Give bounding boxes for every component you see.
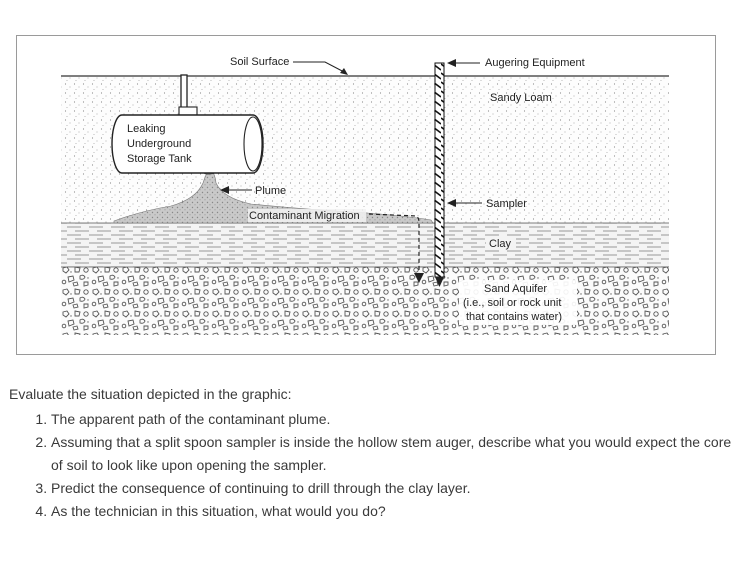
soil-surface-label: Soil Surface: [230, 56, 289, 68]
migration-path-arrow: [368, 213, 420, 276]
clay-label: Clay: [489, 238, 512, 250]
tank-label-line2: Underground: [127, 138, 191, 150]
question-item: The apparent path of the contaminant plu…: [51, 408, 739, 431]
aquifer-label-line1: Sand Aquifer: [484, 283, 547, 295]
migration-arrowhead-icon: [414, 273, 424, 283]
storage-tank-icon: [111, 74, 264, 174]
tank-label-line1: Leaking: [127, 123, 166, 135]
clay-layer: [61, 222, 669, 267]
soil-surface-arrowhead-icon: [340, 68, 348, 75]
question-block: Evaluate the situation depicted in the g…: [9, 384, 739, 523]
augering-equipment-arrowhead-icon: [447, 59, 456, 67]
subsurface-diagram: Soil Surface Augering Equipment Sandy Lo…: [61, 56, 669, 335]
question-intro: Evaluate the situation depicted in the g…: [9, 386, 292, 402]
aquifer-label-line2: (i.e., soil or rock unit: [463, 297, 561, 309]
question-item: Assuming that a split spoon sampler is i…: [51, 431, 739, 477]
soil-surface-leader: [293, 61, 347, 74]
question-list: The apparent path of the contaminant plu…: [9, 408, 739, 523]
augering-equipment-label: Augering Equipment: [485, 57, 585, 69]
tank-label-line3: Storage Tank: [127, 153, 192, 165]
diagram-figure: Soil Surface Augering Equipment Sandy Lo…: [16, 35, 716, 355]
auger-stem-icon: [434, 62, 445, 287]
sampler-arrowhead-icon: [447, 199, 456, 207]
plume-label: Plume: [255, 185, 286, 197]
sampler-label: Sampler: [486, 198, 527, 210]
question-item: As the technician in this situation, wha…: [51, 500, 739, 523]
sandy-loam-label: Sandy Loam: [490, 92, 552, 104]
aquifer-label-line3: that contains water): [466, 311, 562, 323]
sand-aquifer-layer: [61, 266, 669, 335]
plume-arrowhead-icon: [220, 186, 229, 194]
question-item: Predict the consequence of continuing to…: [51, 477, 739, 500]
contaminant-migration-label: Contaminant Migration: [249, 210, 360, 222]
